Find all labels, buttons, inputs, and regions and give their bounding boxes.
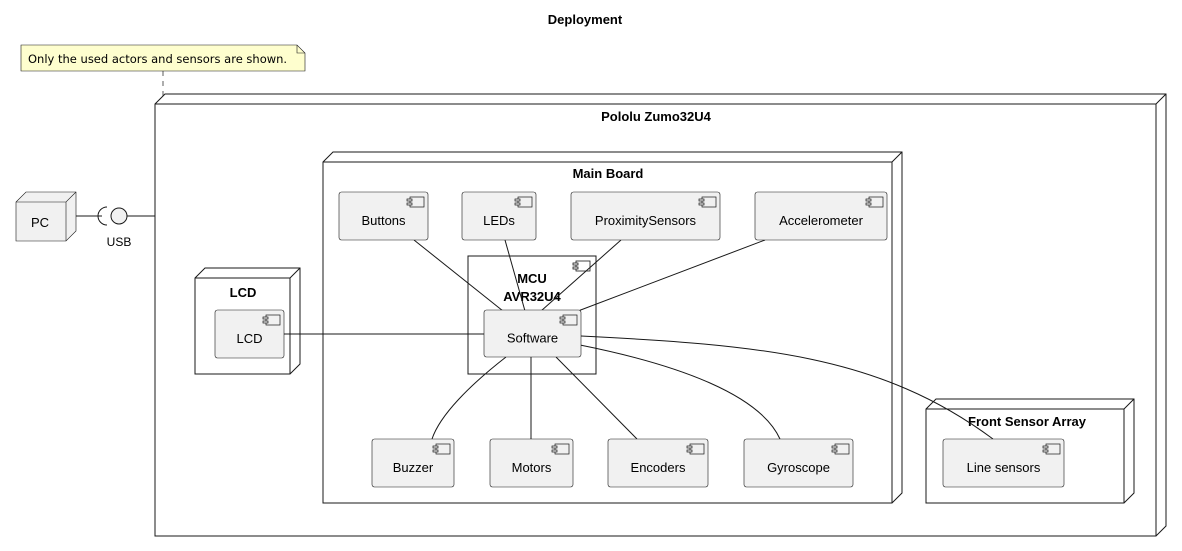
- component-box: [338, 191, 429, 241]
- component-icon: [698, 196, 717, 208]
- component-icon: [551, 443, 570, 455]
- component-proximity: ProximitySensors: [570, 191, 721, 241]
- component-gyroscope: Gyroscope: [743, 438, 854, 488]
- component-icon: [514, 196, 533, 208]
- component-icon: [1042, 443, 1061, 455]
- component-label: LCD: [236, 331, 262, 346]
- component-icon: [572, 260, 591, 272]
- component-buzzer: Buzzer: [371, 438, 455, 488]
- pc-node: PC: [15, 191, 77, 242]
- front-sensor-array-title: Front Sensor Array: [968, 414, 1087, 429]
- component-label: LEDs: [483, 213, 515, 228]
- component-box: [607, 438, 709, 488]
- component-box: [754, 191, 888, 241]
- component-box: [743, 438, 854, 488]
- component-label: Buzzer: [393, 460, 434, 475]
- diagram-title: Deployment: [548, 12, 623, 27]
- note-text: Only the used actors and sensors are sho…: [28, 52, 287, 66]
- link-software-gyroscope: [579, 344, 781, 440]
- component-leds: LEDs: [461, 191, 537, 241]
- component-label: Encoders: [631, 460, 686, 475]
- link-leds-software: [504, 239, 526, 312]
- link-buttons-software: [413, 239, 504, 312]
- link-accelerometer-software: [577, 239, 766, 312]
- component-box: [942, 438, 1065, 488]
- pc-label: PC: [31, 215, 49, 230]
- component-box: [570, 191, 721, 241]
- link-proximity-software: [540, 239, 622, 312]
- zumo-title: Pololu Zumo32U4: [601, 109, 712, 124]
- component-icon: [559, 314, 578, 326]
- component-icon: [686, 443, 705, 455]
- component-label: Software: [507, 331, 558, 346]
- component-label: ProximitySensors: [595, 213, 697, 228]
- component-buttons: Buttons: [338, 191, 429, 241]
- component-icon: [831, 443, 850, 455]
- lcd-node-title: LCD: [230, 285, 257, 300]
- usb-label: USB: [107, 235, 132, 249]
- component-encoders: Encoders: [607, 438, 709, 488]
- component-label: Motors: [512, 460, 552, 475]
- mcu-title-line2: AVR32U4: [503, 289, 561, 304]
- component-icon: [865, 196, 884, 208]
- component-lcd: LCD: [214, 309, 285, 359]
- component-icon: [432, 443, 451, 455]
- component-label: Accelerometer: [779, 213, 863, 228]
- link-software-buzzer: [431, 356, 507, 440]
- connections: [284, 239, 994, 440]
- component-motors: Motors: [489, 438, 574, 488]
- usb-lollipop-icon: [110, 207, 128, 225]
- link-software-line-sensors: [580, 335, 994, 440]
- component-label: Buttons: [361, 213, 406, 228]
- mcu-title-line1: MCU: [517, 271, 547, 286]
- component-icon: [262, 314, 281, 326]
- component-icon: [406, 196, 425, 208]
- link-software-encoders: [555, 356, 638, 440]
- component-box: [483, 309, 582, 358]
- main-board-title: Main Board: [573, 166, 644, 181]
- component-label: Gyroscope: [767, 460, 830, 475]
- component-line-sensors: Line sensors: [942, 438, 1065, 488]
- component-label: Line sensors: [967, 460, 1041, 475]
- component-software: Software: [483, 309, 582, 358]
- usb-interface: USB: [76, 206, 155, 249]
- component-accelerometer: Accelerometer: [754, 191, 888, 241]
- note: Only the used actors and sensors are sho…: [20, 44, 306, 72]
